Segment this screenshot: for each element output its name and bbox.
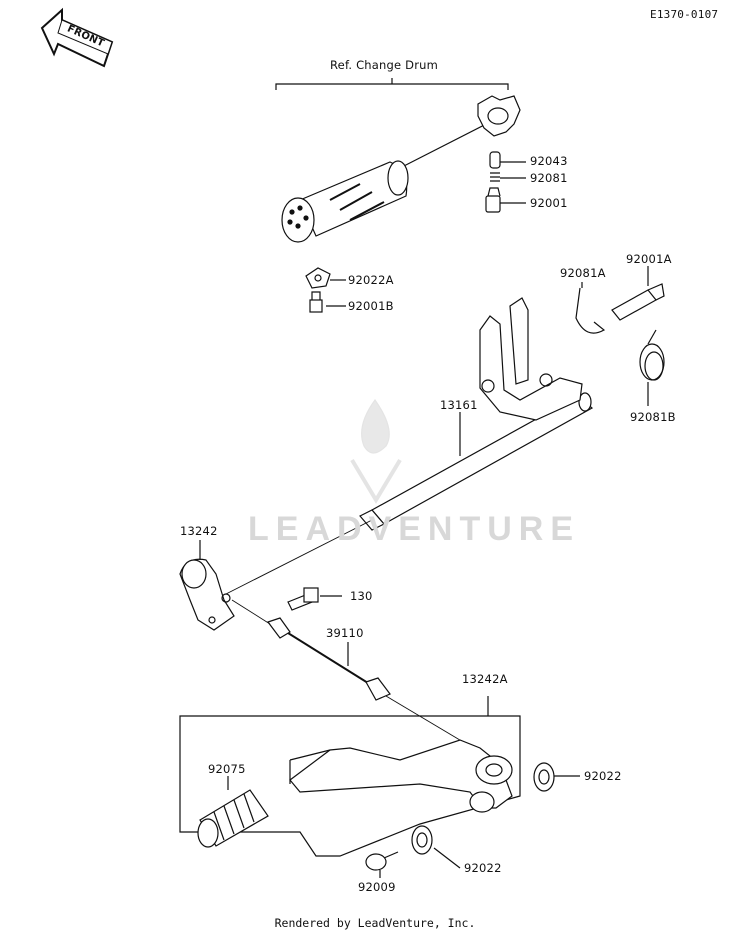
part-label[interactable]: 92081A <box>560 266 606 280</box>
ref-bracket <box>275 78 509 90</box>
stopper-92022A <box>305 267 331 289</box>
ref-change-drum-label: Ref. Change Drum <box>330 58 439 72</box>
tie-rod-39110 <box>231 599 481 753</box>
bolt-92001B <box>309 291 323 313</box>
spring-92081 <box>490 172 500 182</box>
pedal-box <box>179 696 521 857</box>
part-label[interactable]: 92081 <box>530 171 568 185</box>
shift-pedal-13242A <box>289 739 513 813</box>
washer-92022-right <box>533 762 555 792</box>
washer-92022-lower <box>411 825 433 855</box>
pin-92001A <box>611 283 665 321</box>
watermark-flame-icon <box>350 398 402 504</box>
pedal-rubber-92075 <box>197 789 269 848</box>
part-label[interactable]: 130 <box>350 589 373 603</box>
diagram-code: E1370-0107 <box>650 8 719 21</box>
part-label[interactable]: 92022 <box>464 861 502 875</box>
part-label[interactable]: 92022 <box>584 769 622 783</box>
part-label[interactable]: 13242A <box>462 672 508 686</box>
part-label[interactable]: 92009 <box>358 880 396 894</box>
footer-credit: Rendered by LeadVenture, Inc. <box>274 916 476 930</box>
pin-92043 <box>489 151 501 169</box>
spring-92081A <box>575 287 606 334</box>
watermark-text: LEADVENTURE <box>248 510 581 548</box>
part-label[interactable]: 92075 <box>208 762 246 776</box>
change-drum <box>281 95 521 243</box>
part-label[interactable]: 92001 <box>530 196 568 210</box>
part-label[interactable]: 13242 <box>180 524 218 538</box>
shift-shaft-13161 <box>359 297 594 531</box>
part-label[interactable]: 13161 <box>440 398 478 412</box>
front-arrow-icon <box>40 7 114 68</box>
part-label[interactable]: 39110 <box>326 626 364 640</box>
bolt-92001 <box>485 187 501 213</box>
spring-92081B <box>639 329 665 381</box>
part-label[interactable]: 92081B <box>630 410 676 424</box>
part-label[interactable]: 92022A <box>348 273 394 287</box>
part-label[interactable]: 92001A <box>626 252 672 266</box>
bolt-92009 <box>365 851 399 871</box>
shift-lever-13242 <box>179 558 235 631</box>
part-label[interactable]: 92043 <box>530 154 568 168</box>
part-label[interactable]: 92001B <box>348 299 394 313</box>
bolt-130 <box>287 587 319 611</box>
